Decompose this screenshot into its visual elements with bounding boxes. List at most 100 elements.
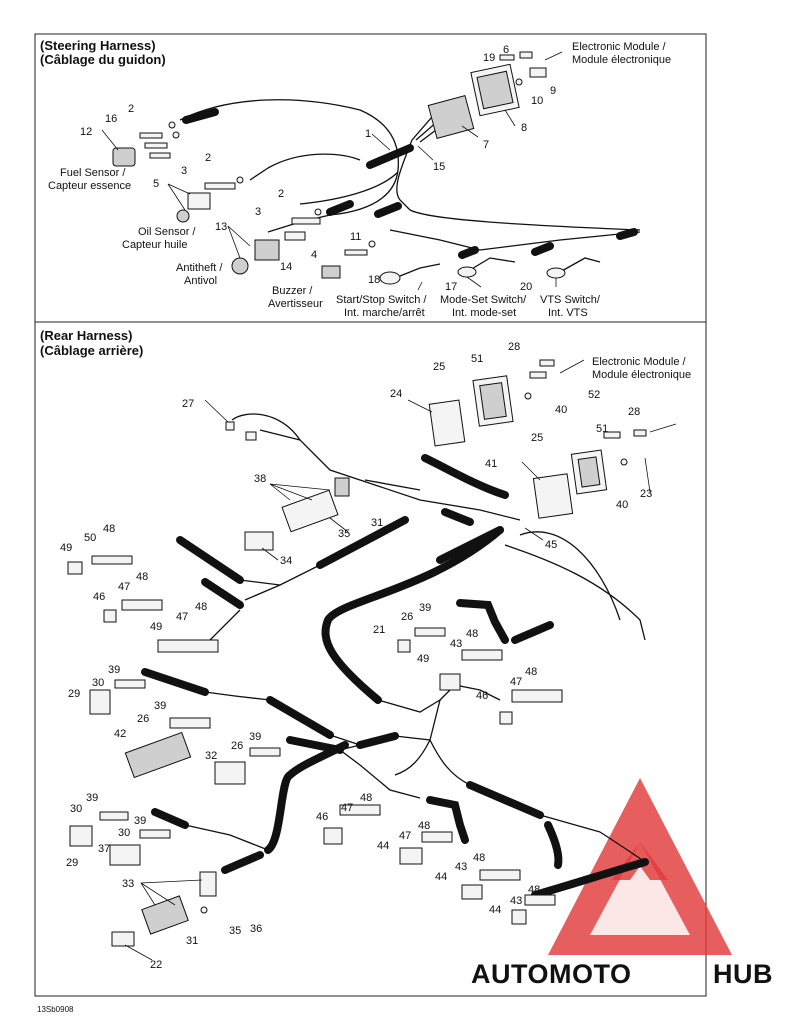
callout: 44 <box>435 871 447 883</box>
caption-antitheft-1: Antitheft / <box>176 262 223 274</box>
callout: 35 <box>229 925 241 937</box>
callout: 2 <box>205 152 211 164</box>
caption-oil-sensor-2: Capteur huile <box>122 239 187 251</box>
caption-modeset-2: Int. mode-set <box>452 307 516 319</box>
caption-rear-electronic-module-2: Module électronique <box>592 369 691 381</box>
diagram-frame <box>34 33 707 997</box>
callout: 39 <box>108 664 120 676</box>
callout: 48 <box>103 523 115 535</box>
caption-vts-2: Int. VTS <box>548 307 588 319</box>
callout: 28 <box>628 406 640 418</box>
steering-harness <box>112 51 641 285</box>
callout: 50 <box>84 532 96 544</box>
callout: 48 <box>528 884 540 896</box>
callout: 39 <box>86 792 98 804</box>
callout: 43 <box>450 638 462 650</box>
steering-title-en: (Steering Harness) <box>40 38 156 53</box>
callout: 26 <box>401 611 413 623</box>
callout: 11 <box>350 231 361 243</box>
steering-title-fr: (Câblage du guidon) <box>40 52 166 67</box>
caption-oil-sensor-1: Oil Sensor / <box>138 226 196 238</box>
caption-vts-1: VTS Switch/ <box>540 294 601 306</box>
caption-antitheft-2: Antivol <box>184 275 217 287</box>
callout: 45 <box>545 539 557 551</box>
rear-title-fr: (Câblage arrière) <box>40 343 143 358</box>
callout: 42 <box>114 728 126 740</box>
callout: 14 <box>280 261 292 273</box>
callout: 43 <box>510 895 522 907</box>
callout: 3 <box>181 165 187 177</box>
callout: 48 <box>418 820 430 832</box>
callout: 47 <box>399 830 411 842</box>
caption-electronic-module-2: Module électronique <box>572 54 671 66</box>
callout: 47 <box>341 802 353 814</box>
callout: 51 <box>471 353 483 365</box>
callout: 38 <box>254 473 266 485</box>
callout: 47 <box>118 581 130 593</box>
callout: 34 <box>280 555 292 567</box>
rear-title-en: (Rear Harness) <box>40 328 133 343</box>
callout: 48 <box>195 601 207 613</box>
callout: 31 <box>371 517 383 529</box>
caption-fuel-sensor-2: Capteur essence <box>48 180 131 192</box>
callout: 46 <box>316 811 328 823</box>
callout: 26 <box>231 740 243 752</box>
callout: 49 <box>417 653 429 665</box>
callout: 25 <box>531 432 543 444</box>
callout: 28 <box>508 341 520 353</box>
caption-rear-electronic-module-1: Electronic Module / <box>592 356 686 368</box>
rear-harness <box>67 359 677 947</box>
callout: 52 <box>588 389 600 401</box>
callout: 29 <box>66 857 78 869</box>
callout: 49 <box>150 621 162 633</box>
callout: 49 <box>60 542 72 554</box>
callout: 48 <box>466 628 478 640</box>
callout: 41 <box>485 458 497 470</box>
callout: 8 <box>521 122 527 134</box>
callout: 5 <box>153 178 159 190</box>
callout: 40 <box>616 499 628 511</box>
callout: 25 <box>433 361 445 373</box>
callouts: 19 6 10 9 8 1 7 15 2 16 12 2 3 5 2 3 13 … <box>60 44 652 971</box>
callout: 46 <box>93 591 105 603</box>
watermark-text-hub: HUB <box>713 959 773 989</box>
callout: 2 <box>278 188 284 200</box>
callout: 48 <box>360 792 372 804</box>
caption-startstop-1: Start/Stop Switch / <box>336 294 427 306</box>
callout: 26 <box>137 713 149 725</box>
callout: 48 <box>525 666 537 678</box>
caption-modeset-1: Mode-Set Switch/ <box>440 294 527 306</box>
caption-fuel-sensor-1: Fuel Sensor / <box>60 167 126 179</box>
callout: 35 <box>338 528 350 540</box>
callout: 15 <box>433 161 445 173</box>
callout: 39 <box>134 815 146 827</box>
callout: 20 <box>520 281 532 293</box>
callout: 22 <box>150 959 162 971</box>
callout: 39 <box>154 700 166 712</box>
callout: 21 <box>373 624 385 636</box>
callout: 39 <box>419 602 431 614</box>
callout: 17 <box>445 281 457 293</box>
callout: 13 <box>215 221 227 233</box>
callout: 3 <box>255 206 261 218</box>
callout: 4 <box>311 249 317 261</box>
callout: 2 <box>128 103 134 115</box>
callout: 36 <box>250 923 262 935</box>
caption-electronic-module-1: Electronic Module / <box>572 41 666 53</box>
callout: 7 <box>483 139 489 151</box>
callout: 9 <box>550 85 556 97</box>
callout: 19 <box>483 52 495 64</box>
callout: 12 <box>80 126 92 138</box>
caption-buzzer-2: Avertisseur <box>268 298 323 310</box>
callout: 23 <box>640 488 652 500</box>
callout: 40 <box>555 404 567 416</box>
callout: 16 <box>105 113 117 125</box>
callout: 51 <box>596 423 608 435</box>
callout: 39 <box>249 731 261 743</box>
captions: Electronic Module / Module électronique … <box>37 41 691 1014</box>
callout: 33 <box>122 878 134 890</box>
callout: 29 <box>68 688 80 700</box>
callout: 37 <box>98 843 110 855</box>
callout: 30 <box>118 827 130 839</box>
